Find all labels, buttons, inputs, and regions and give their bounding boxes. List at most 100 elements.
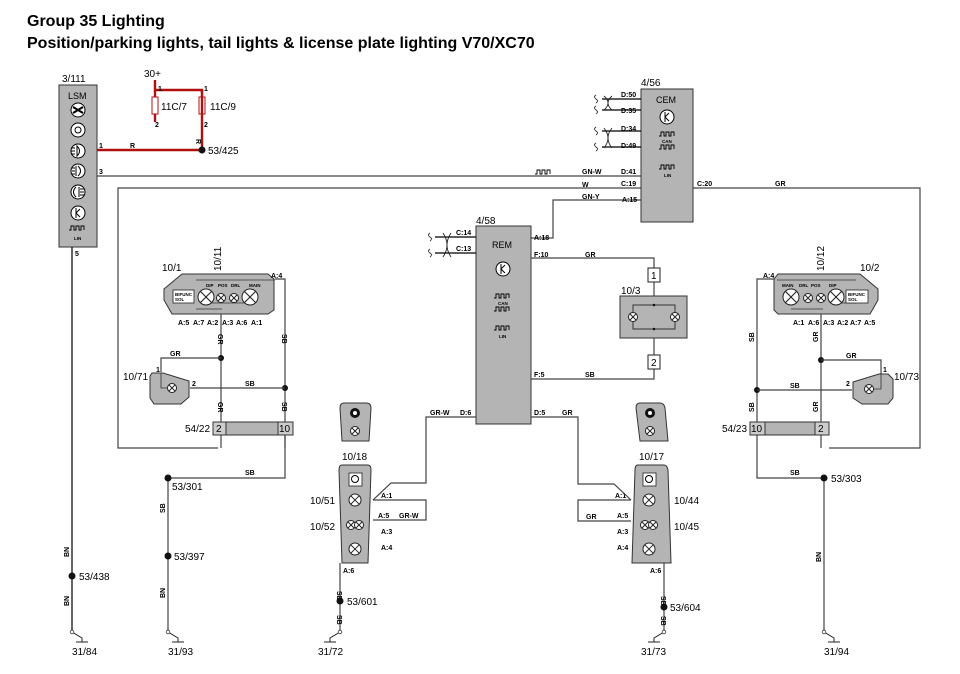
wire-color-label: SB [280, 402, 287, 412]
connector-pin: 2 [216, 424, 222, 435]
side-marker-pin: 1 [156, 367, 160, 374]
rem-pin: D:5 [534, 410, 545, 417]
wire-color-label: R [130, 143, 135, 150]
wire-color-label: GN-Y [582, 194, 600, 201]
headlamp-10-2-label: 10/2 [860, 263, 880, 274]
fuse-pin: 2 [204, 122, 208, 129]
wire-color-label: SB [335, 615, 342, 625]
cem-pin: C:20 [697, 181, 712, 188]
lamp-icon [645, 426, 655, 436]
ground-label: 31/93 [168, 647, 193, 658]
rear-lamp-pin: A:4 [617, 545, 628, 552]
splice-53-601 [336, 597, 344, 605]
wire-color-label: SB [245, 470, 255, 477]
headlamp-pin: A:4 [271, 273, 282, 280]
wire-color-label: SB [749, 402, 756, 412]
wire-color-label: GR [813, 402, 820, 413]
wire-color-label: GR [170, 351, 181, 358]
wire-color-label: BN [64, 547, 71, 557]
splice-53-425-label: 53/425 [208, 146, 239, 157]
wire-color-label: SB [335, 591, 342, 601]
lp-pin-2: 2 [651, 358, 657, 369]
fuse-11c7-label: 11C/7 [161, 102, 187, 113]
lin-signal-icon [534, 169, 551, 175]
cem-lin-label: LIN [664, 173, 671, 178]
lsm-name: LSM [68, 91, 87, 101]
ground-label: 31/94 [824, 647, 849, 658]
lp-pin-1: 1 [651, 271, 657, 282]
wire-color-label: SB [245, 381, 255, 388]
cem-pin: D:41 [621, 169, 636, 176]
transistor-icon [495, 261, 511, 277]
ground-label: 31/84 [72, 647, 97, 658]
side-marker-label: 10/73 [894, 372, 919, 383]
lamp-icon [648, 520, 658, 530]
lsm-module[interactable]: 3/111 LSM LIN 1 3 5 [58, 74, 103, 258]
rear-lamp-pin: A:6 [343, 568, 354, 575]
page-title: Group 35 Lighting [27, 13, 165, 30]
wire-color-label: GR [216, 334, 223, 345]
splice-53-301 [164, 474, 172, 482]
headlamp-pin: A:7 [193, 320, 204, 327]
wire-color-label: GR [775, 181, 786, 188]
side-marker-pin: 2 [846, 381, 850, 388]
lamp-label: 10/44 [674, 496, 699, 507]
fuse-section: 30+ 11C/7 11C/9 1 2 1 2 R R 53/425 [97, 69, 239, 157]
headlamp-10-1[interactable]: 10/1 10/11 BIFUNC SOL DIP POS DRL MAIN A… [162, 246, 282, 327]
lsm-pin-5: 5 [75, 251, 79, 258]
headlamp-pin: A:5 [178, 320, 189, 327]
ground-icon [647, 629, 667, 643]
rem-id: 4/58 [476, 216, 496, 227]
cem-pin: D:50 [621, 92, 636, 99]
fuse-pin: 2 [155, 122, 159, 129]
drl-lamp-icon [229, 293, 239, 303]
wire-color-label: R [194, 139, 201, 144]
wire-break-icon [428, 232, 432, 242]
side-marker-10-71[interactable]: 10/71 1 2 [123, 367, 196, 405]
rear-lamp-pin: A:3 [617, 529, 628, 536]
lamp-icon [864, 384, 874, 394]
rear-lamp-10-17[interactable]: 10/17 10/44 10/45 A:1 A:5 A:3 A:4 A:6 [615, 402, 699, 575]
connector-54-22[interactable]: 54/22 2 10 [185, 421, 294, 436]
rear-lamp-pin: A:5 [378, 513, 389, 520]
dip-lamp-icon [197, 288, 215, 306]
splice-53-438 [68, 572, 76, 580]
headlamp-10-2[interactable]: 10/2 10/12 BIFUNC SOL MAIN DRL POS DIP A… [763, 246, 880, 327]
rear-fog-icon [70, 184, 86, 200]
splice-label: 53/397 [174, 552, 205, 563]
wire-color-label: GR [586, 514, 597, 521]
wire-color-label: GR-W [430, 410, 450, 417]
lsm-pin-3: 3 [99, 169, 103, 176]
wire-break-icon [428, 248, 432, 258]
lamp-icon [628, 312, 638, 322]
wire-color-label: GR [813, 332, 820, 343]
splice-53-397 [164, 552, 172, 560]
cem-name: CEM [656, 95, 676, 105]
license-plate-lamp-10-3[interactable]: 1 10/3 2 [619, 267, 688, 370]
cem-pin: C:19 [621, 181, 636, 188]
lamp-label: DIP [829, 283, 837, 288]
fuse-11c7[interactable] [151, 96, 159, 115]
lamp-icon [642, 542, 656, 556]
rem-module[interactable]: 4/58 REM CAN LIN C:14 C:13 D:6 A:18 F:10… [428, 216, 550, 425]
rem-can-label: CAN [498, 301, 508, 306]
wire-color-label: GN-W [582, 169, 602, 176]
main-lamp-icon [241, 288, 259, 306]
lamp-label: 10/52 [310, 522, 335, 533]
wire-color-label: GR [562, 410, 573, 417]
wire-color-label: GR [216, 402, 223, 413]
lamp-label: DIP [206, 283, 214, 288]
headlamp-pin: A:1 [793, 320, 804, 327]
splice-label: 53/301 [172, 482, 203, 493]
cem-module[interactable]: 4/56 CEM CAN LIN D:50 D:35 D:34 D:49 D:4… [594, 78, 713, 223]
side-marker-10-73[interactable]: 10/73 1 2 [846, 367, 919, 405]
connector-54-23[interactable]: 54/23 10 2 [722, 421, 830, 436]
ground-icon [821, 629, 841, 643]
rear-lamp-label: 10/17 [639, 452, 664, 463]
rear-lamp-10-18[interactable]: 10/18 10/51 10/52 A:1 A:5 A:3 A:4 A:6 [310, 402, 392, 575]
splice-label: 53/601 [347, 597, 378, 608]
lamp-icon [348, 493, 362, 507]
splice-53-604 [660, 603, 668, 611]
side-marker-pin: 1 [883, 367, 887, 374]
